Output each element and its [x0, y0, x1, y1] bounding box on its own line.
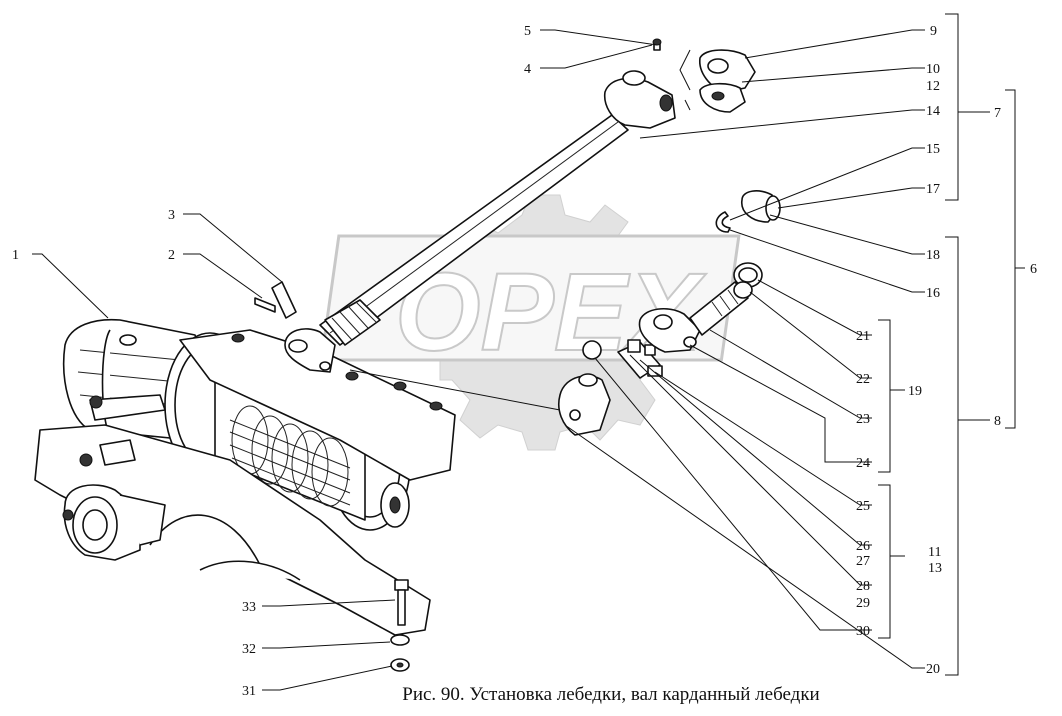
- label-22: 22: [856, 372, 870, 387]
- bracket-6: [1005, 89, 1025, 429]
- label-14: 14: [926, 104, 940, 119]
- bracket-8: [945, 236, 990, 676]
- label-24: 24: [856, 456, 870, 471]
- label-13: 13: [928, 561, 942, 576]
- callout-labels: 1 2 3 4 5 9 10 12 14 15 17 18 16 7 6 8 2…: [12, 24, 1037, 699]
- label-9: 9: [930, 24, 937, 39]
- label-6: 6: [1030, 262, 1037, 277]
- label-32: 32: [242, 642, 256, 657]
- bracket-11-13: [878, 484, 905, 639]
- label-28: 28: [856, 579, 870, 594]
- cardan-shaft-lower: [349, 190, 781, 436]
- label-2: 2: [168, 248, 175, 263]
- label-12: 12: [926, 79, 940, 94]
- label-7: 7: [994, 106, 1001, 121]
- label-31: 31: [242, 684, 256, 699]
- group-brackets: [878, 13, 1025, 676]
- label-11: 11: [928, 545, 941, 560]
- figure-caption: Рис. 90. Установка лебедки, вал карданны…: [0, 684, 1062, 706]
- label-26: 26: [856, 539, 870, 554]
- label-19: 19: [908, 384, 922, 399]
- label-29: 29: [856, 596, 870, 611]
- label-25: 25: [856, 499, 870, 514]
- label-16: 16: [926, 286, 940, 301]
- leader-lines: [32, 29, 925, 691]
- label-30: 30: [856, 624, 870, 639]
- pin-parts: [254, 281, 297, 319]
- winch-assembly: [34, 318, 456, 672]
- label-1: 1: [12, 248, 19, 263]
- label-10: 10: [926, 62, 940, 77]
- label-21: 21: [856, 329, 870, 344]
- label-33: 33: [242, 600, 256, 615]
- label-3: 3: [168, 208, 175, 223]
- label-15: 15: [926, 142, 940, 157]
- label-8: 8: [994, 414, 1001, 429]
- label-5: 5: [524, 24, 531, 39]
- label-18: 18: [926, 248, 940, 263]
- bracket-7: [945, 13, 990, 201]
- label-17: 17: [926, 182, 940, 197]
- label-20: 20: [926, 662, 940, 677]
- label-23: 23: [856, 412, 870, 427]
- figure-caption-text: Рис. 90. Установка лебедки, вал карданны…: [402, 684, 820, 705]
- label-4: 4: [524, 62, 531, 77]
- label-27: 27: [856, 554, 870, 569]
- cardan-shaft-upper: [284, 38, 756, 373]
- bracket-19: [878, 319, 905, 473]
